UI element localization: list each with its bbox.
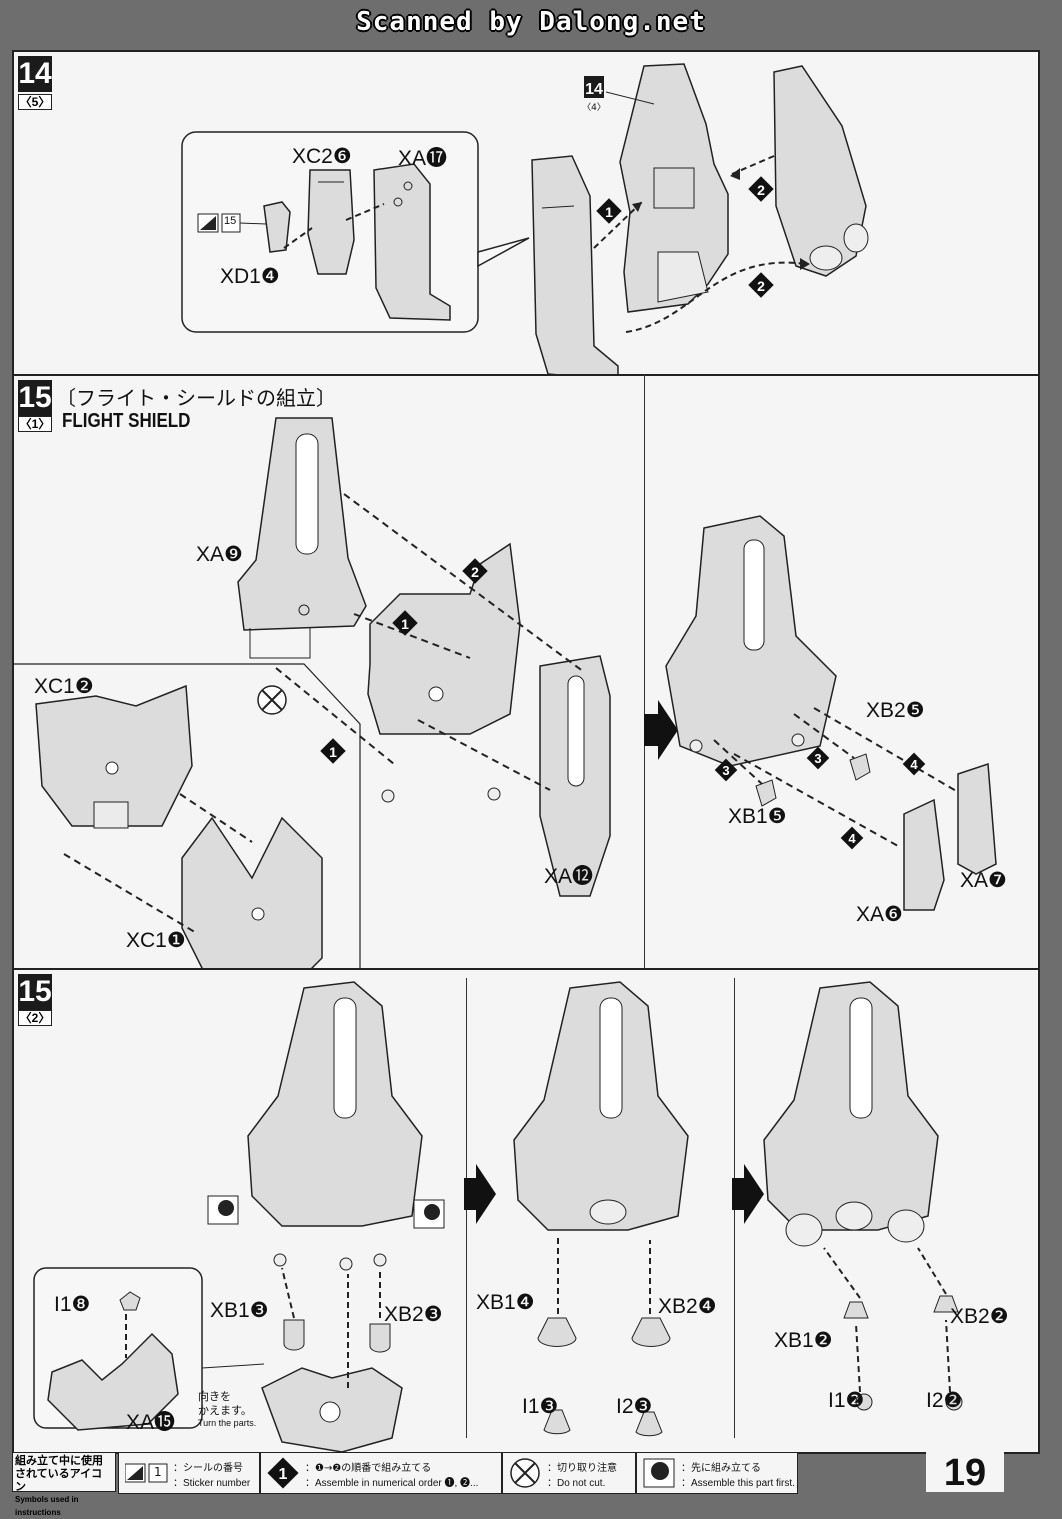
svg-text:3: 3	[814, 751, 821, 766]
panel-divider	[644, 374, 645, 968]
svg-text:1: 1	[329, 744, 337, 760]
do-not-cut-icon	[510, 1458, 540, 1488]
part-label: I2❸	[616, 1395, 653, 1418]
legend-heading-jp: 組み立て中に使用	[15, 1454, 103, 1467]
svg-text:1: 1	[605, 204, 613, 220]
svg-text:1: 1	[279, 1466, 288, 1483]
part-label: XB1❷	[774, 1329, 833, 1352]
part-label: XB2❷	[950, 1305, 1009, 1328]
part-label: I1❽	[54, 1293, 91, 1316]
part-label: XA⓬	[544, 865, 594, 888]
order-marker: 1	[320, 738, 346, 764]
svg-text:1: 1	[401, 616, 409, 632]
step-number: 15	[18, 380, 52, 416]
legend-text-en: ：Sticker number	[173, 1478, 251, 1489]
legend-first: ：先に組み立てる ：Assemble this part first.	[636, 1452, 798, 1494]
svg-text:2: 2	[757, 278, 765, 294]
legend-text-en: ：Assemble in numerical order ❶, ❷...	[305, 1478, 479, 1489]
step-15-1-illustration: 2 1 1	[14, 417, 997, 968]
sticker-number: 1	[154, 1465, 162, 1479]
part-label: XC1❷	[34, 675, 94, 698]
part-label: XB2❹	[658, 1295, 717, 1318]
order-marker: 3	[806, 746, 830, 770]
legend-sticker: 1 ：シールの番号 ：Sticker number	[118, 1452, 260, 1494]
part-label: XC1❶	[126, 929, 186, 952]
part-label: XA❻	[856, 903, 903, 926]
order-marker: 1	[392, 610, 418, 636]
part-label: I2❷	[926, 1389, 963, 1412]
sub-step-number: 〈1〉	[18, 416, 52, 432]
part-label: I1❸	[522, 1395, 559, 1418]
legend-cut: ：切り取り注意 ：Do not cut.	[502, 1452, 636, 1494]
step-15-2-section: 15 〈2〉	[14, 968, 1038, 1452]
step-14-illustration: 1 2 2 14 〈4〉	[181, 63, 869, 374]
instruction-page: 14 〈5〉	[12, 50, 1040, 1454]
part-label: XD1❹	[220, 265, 280, 288]
svg-text:2: 2	[757, 182, 765, 198]
part-label: XA⓯	[126, 1411, 176, 1434]
step-14-section: 14 〈5〉	[14, 52, 1038, 376]
sticker-icon	[125, 1463, 168, 1483]
sub-step-number: 〈5〉	[18, 94, 52, 110]
symbol-legend: 組み立て中に使用 されているアイコン Symbols used in instr…	[12, 1452, 1036, 1517]
order-marker: 2	[748, 176, 774, 202]
legend-heading: 組み立て中に使用 されているアイコン Symbols used in instr…	[12, 1452, 116, 1517]
part-label: XB1❹	[476, 1291, 535, 1314]
part-label: XA❾	[196, 543, 243, 566]
order-marker: 4	[840, 826, 864, 850]
part-label: XB1❺	[728, 805, 787, 828]
part-label: XB2❸	[384, 1303, 443, 1326]
scan-credit: Scanned by Dalong.net	[356, 7, 706, 37]
section-title-en: FLIGHT SHIELD	[62, 410, 191, 432]
legend-text-en: ：Do not cut.	[547, 1478, 606, 1489]
part-label: I1❷	[828, 1389, 865, 1412]
part-label: XA⓱	[398, 147, 448, 170]
order-marker: 3	[714, 758, 738, 782]
legend-text-jp: ：切り取り注意	[547, 1463, 617, 1474]
order-marker: 2	[748, 272, 774, 298]
page-number: 19	[926, 1452, 1004, 1494]
order-marker: 2	[462, 558, 488, 584]
step-number: 14	[18, 56, 52, 92]
legend-heading-jp: されているアイコン	[15, 1467, 103, 1493]
inset-step: 14	[585, 81, 603, 98]
order-diamond-icon: 1	[267, 1457, 299, 1489]
legend-text-jp: ：先に組み立てる	[681, 1463, 761, 1474]
inset-sub: 〈4〉	[582, 102, 606, 113]
legend-heading-en: Symbols used in instructions	[15, 1495, 79, 1517]
step-15-1-section: 15 〈1〉 〔フライト・シールドの組立〕 FLIGHT SHIELD	[14, 374, 1038, 970]
order-marker: 4	[902, 752, 926, 776]
legend-text-en: ：Assemble this part first.	[681, 1478, 795, 1489]
step-number: 15	[18, 974, 52, 1010]
section-title-jp: 〔フライト・シールドの組立〕	[56, 386, 336, 410]
legend-text-jp: ：❶→❷の順番で組み立てる	[305, 1463, 432, 1474]
legend-text-jp: ：シールの番号	[173, 1463, 243, 1474]
turn-note-jp: かえます。	[198, 1404, 252, 1417]
part-label: XA❼	[960, 869, 1007, 892]
part-label: XB1❸	[210, 1299, 269, 1322]
legend-order: 1 ：❶→❷の順番で組み立てる ：Assemble in numerical o…	[260, 1452, 502, 1494]
sub-step-number: 〈2〉	[18, 1010, 52, 1026]
svg-text:3: 3	[722, 763, 729, 778]
turn-note-en: Turn the parts.	[198, 1418, 257, 1428]
assemble-first-icon	[643, 1458, 675, 1488]
step-15-2-illustration	[33, 981, 963, 1452]
part-label: XC2❻	[292, 145, 352, 168]
part-label: XB2❺	[866, 699, 925, 722]
turn-note-jp: 向きを	[198, 1390, 231, 1403]
svg-text:4: 4	[910, 757, 918, 772]
part-label: 15	[224, 215, 237, 227]
svg-text:2: 2	[471, 564, 479, 580]
order-marker: 1	[596, 198, 622, 224]
svg-text:4: 4	[848, 831, 856, 846]
